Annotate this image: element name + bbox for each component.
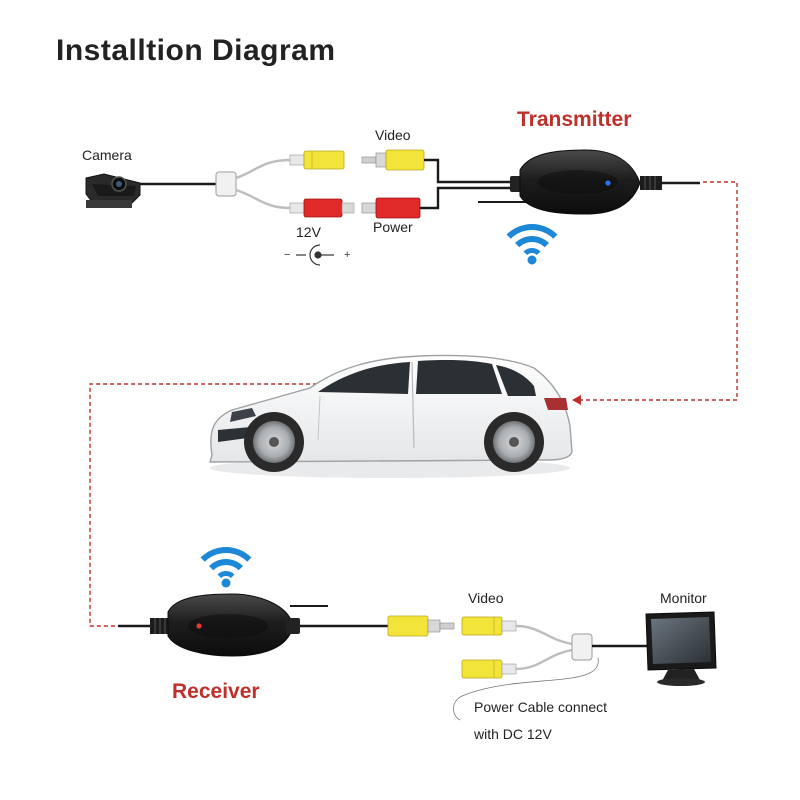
transmitter-device bbox=[510, 149, 700, 215]
page-title: Installtion Diagram bbox=[56, 34, 336, 67]
voltage-label: 12V bbox=[296, 224, 321, 240]
power-connector-bottom bbox=[461, 659, 517, 679]
video-connector-female-bottom bbox=[461, 616, 517, 636]
power-note-line2: with DC 12V bbox=[474, 726, 552, 742]
video-connector-female-top bbox=[289, 150, 345, 170]
receiver-label: Receiver bbox=[172, 680, 260, 703]
receiver-device bbox=[150, 593, 300, 657]
video-connector-male-bottom bbox=[387, 615, 455, 637]
car-icon bbox=[209, 354, 573, 478]
power-connector-male-top bbox=[361, 197, 421, 219]
power-note-line1: Power Cable connect bbox=[474, 699, 608, 715]
wireless-arrow-car bbox=[572, 395, 581, 405]
video-connector-male-top bbox=[361, 149, 425, 171]
monitor-icon bbox=[645, 611, 717, 686]
dc-jack-icon bbox=[296, 244, 334, 266]
cable-splitter-top bbox=[215, 171, 237, 197]
cable-splitter-bottom bbox=[571, 633, 593, 661]
camera-icon bbox=[85, 173, 141, 208]
wifi-icon bbox=[200, 547, 252, 588]
wifi-icon bbox=[506, 224, 558, 265]
monitor-label: Monitor bbox=[660, 590, 707, 606]
power-connector-female-top bbox=[289, 198, 355, 218]
video-label-top: Video bbox=[375, 127, 411, 143]
video-label-bottom: Video bbox=[468, 590, 504, 606]
transmitter-label: Transmitter bbox=[517, 108, 632, 131]
wireless-path-right bbox=[578, 181, 738, 401]
plus-sign: + bbox=[344, 249, 351, 261]
camera-label: Camera bbox=[82, 147, 132, 163]
power-label: Power bbox=[373, 219, 413, 235]
minus-sign: − bbox=[284, 249, 291, 261]
